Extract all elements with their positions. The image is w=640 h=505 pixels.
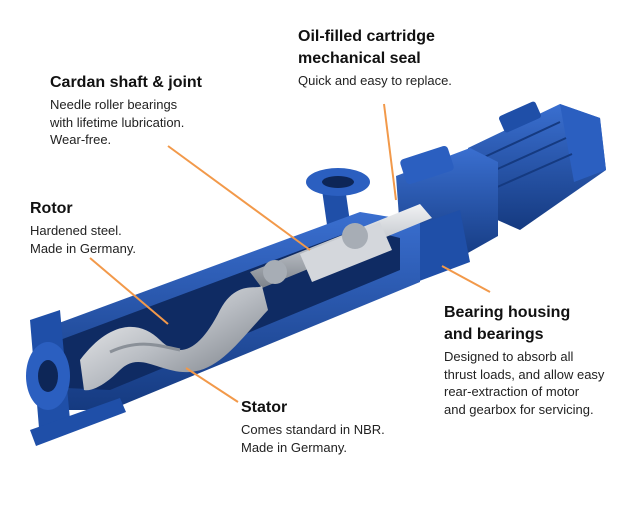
callout-title: mechanical seal: [298, 50, 421, 67]
callout-stator: Stator Comes standard in NBR. Made in Ge…: [241, 397, 441, 456]
leader-lines: [89, 103, 491, 403]
callout-desc: rear-extraction of motor: [444, 384, 580, 399]
shaft: [250, 204, 432, 288]
callout-title: and bearings: [444, 326, 544, 343]
callout-desc: Wear-free.: [50, 132, 112, 147]
callout-desc: and gearbox for servicing.: [444, 401, 594, 417]
callout-bearing-housing: Bearing housing and bearings Designed to…: [444, 302, 634, 418]
leader-rotor: [89, 257, 169, 325]
callout-rotor: Rotor Hardened steel. Made in Germany.: [30, 198, 210, 257]
callout-cardan-shaft: Cardan shaft & joint Needle roller beari…: [50, 72, 270, 149]
callout-title: Stator: [241, 399, 288, 416]
callout-desc: Needle roller bearings: [50, 97, 178, 112]
rotor: [80, 286, 268, 391]
callout-title: Bearing housing: [444, 304, 571, 321]
callout-desc: Quick and easy to replace.: [298, 73, 452, 88]
leader-stator: [185, 367, 239, 403]
callout-title: Cardan shaft & joint: [50, 74, 203, 91]
callout-desc: Designed to absorb all: [444, 349, 574, 364]
callout-title: Rotor: [30, 200, 73, 217]
callout-desc: Hardened steel.: [30, 223, 122, 238]
leader-cardan: [167, 145, 311, 251]
callout-desc: Comes standard in NBR.: [241, 422, 385, 437]
callout-desc: thrust loads, and allow easy: [444, 366, 605, 382]
callout-title: Oil-filled cartridge: [298, 28, 435, 45]
callout-desc: with lifetime lubrication.: [50, 114, 185, 130]
leader-seal: [383, 103, 397, 201]
callout-mechanical-seal: Oil-filled cartridge mechanical seal Qui…: [298, 26, 498, 90]
leader-bearing: [441, 265, 491, 293]
callout-desc: Made in Germany.: [30, 240, 136, 256]
callout-desc: Made in Germany.: [241, 439, 347, 455]
